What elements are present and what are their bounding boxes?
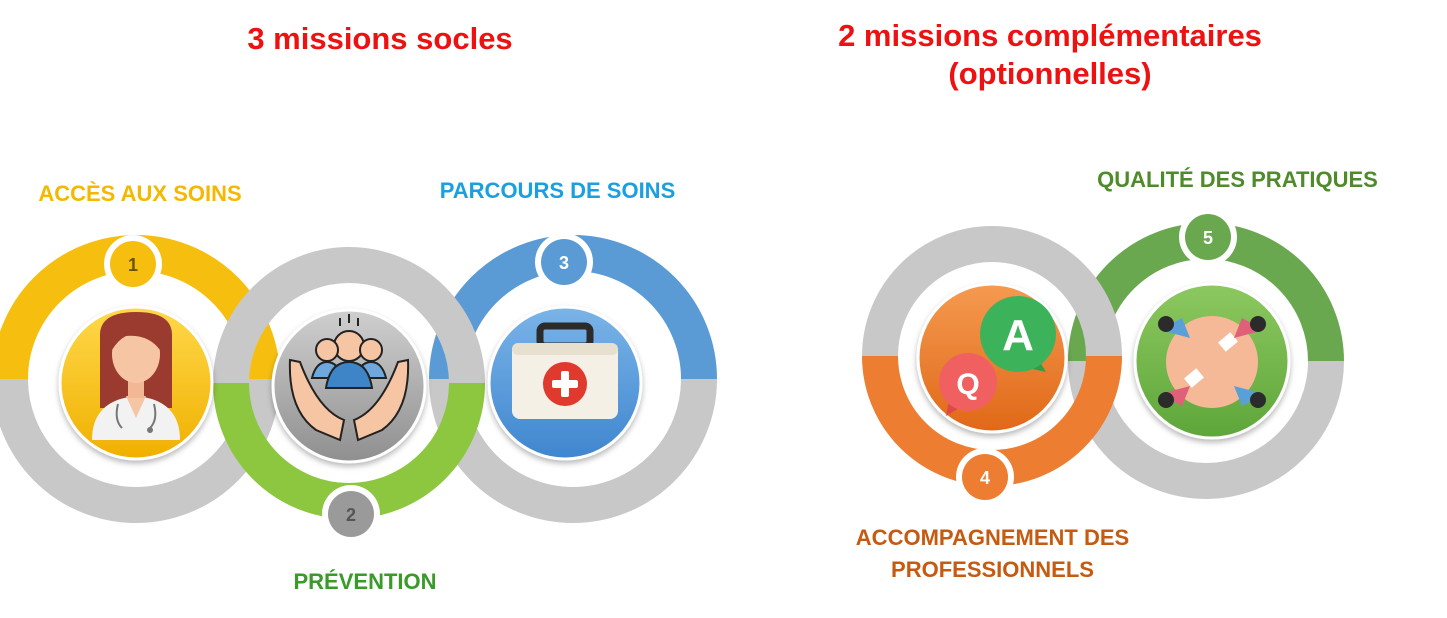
community-care-icon <box>288 314 410 442</box>
mission-5-label: QUALITÉ DES PRATIQUES <box>1097 167 1378 192</box>
right-heading: 2 missions complémentaires (optionnelles… <box>770 17 1330 93</box>
mission-3-badge: 3 <box>535 233 593 291</box>
questions-answers-icon: A Q <box>939 296 1056 416</box>
svg-text:Q: Q <box>956 368 979 401</box>
mission-4-label-line1: ACCOMPAGNEMENT DES <box>855 525 1130 550</box>
mission-4-badge: 4 <box>956 448 1014 506</box>
mission-2-number: 2 <box>346 505 356 525</box>
team-meeting-icon <box>1158 316 1266 408</box>
mission-1-label: ACCÈS AUX SOINS <box>38 181 242 206</box>
svg-text:A: A <box>1002 311 1034 360</box>
mission-3-label: PARCOURS DE SOINS <box>439 178 676 203</box>
first-aid-kit-icon <box>512 322 618 419</box>
mission-2-badge: 2 <box>322 485 380 543</box>
mission-5-badge: 5 <box>1179 208 1237 266</box>
left-heading: 3 missions socles <box>247 21 513 56</box>
mission-3-number: 3 <box>559 253 569 273</box>
mission-4-number: 4 <box>980 468 990 488</box>
mission-4-label-line2: PROFESSIONNELS <box>891 557 1094 582</box>
right-heading-line1: 2 missions complémentaires <box>838 18 1262 53</box>
mission-2-label: PRÉVENTION <box>293 569 437 594</box>
mission-4-label: ACCOMPAGNEMENT DES PROFESSIONNELS <box>830 522 1155 586</box>
doctor-icon <box>92 312 180 440</box>
mission-1-badge: 1 <box>104 235 162 293</box>
mission-1-number: 1 <box>128 255 138 275</box>
mission-5-number: 5 <box>1203 228 1213 248</box>
right-heading-line2: (optionnelles) <box>948 56 1152 91</box>
